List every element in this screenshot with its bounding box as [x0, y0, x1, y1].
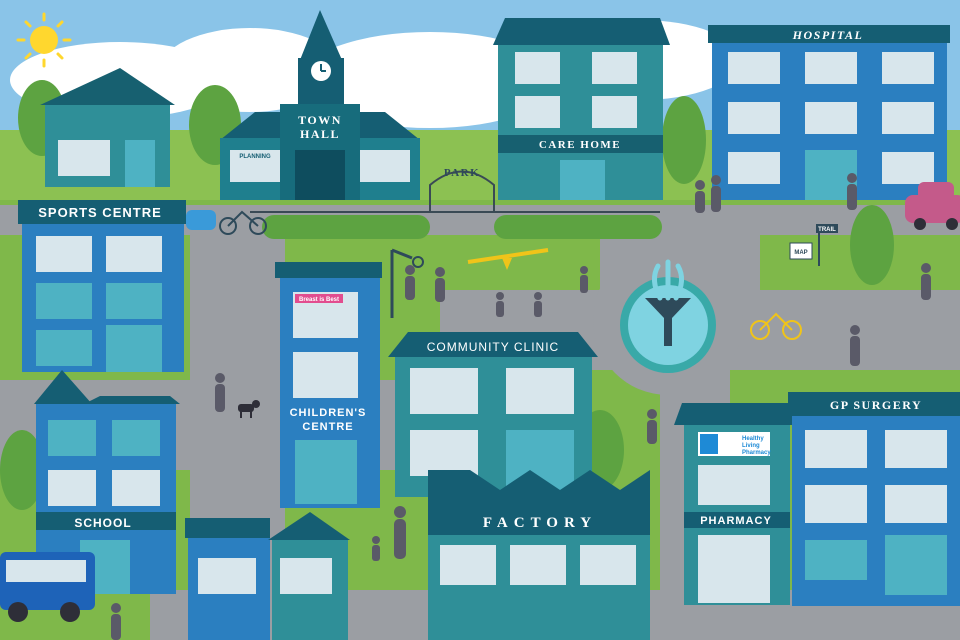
- town-hall-sign-line1: TOWN: [298, 113, 342, 127]
- clock-icon: [311, 61, 331, 81]
- house-top-left: [40, 68, 175, 187]
- factory-sign: FACTORY: [483, 515, 597, 531]
- houses-bottom: [185, 512, 350, 640]
- trail-sign: TRAIL: [818, 227, 836, 233]
- community-clinic-sign: COMMUNITY CLINIC: [427, 340, 559, 354]
- pharmacy: [674, 403, 796, 605]
- healthy-living-line3: Pharmacy: [742, 450, 771, 456]
- park-fence: [250, 170, 660, 213]
- car-icon: [186, 182, 960, 230]
- sun-icon: [16, 12, 72, 68]
- care-home-sign: CARE HOME: [539, 139, 621, 151]
- people: [111, 173, 931, 640]
- care-home: [493, 18, 670, 200]
- healthy-living-line2: Living: [742, 443, 760, 449]
- childrens-centre: [275, 262, 382, 508]
- hospital-sign: HOSPITAL: [792, 28, 864, 42]
- sports-centre: [18, 200, 186, 372]
- community-clinic: [388, 332, 598, 497]
- bus-icon: [0, 552, 95, 622]
- pharmacy-sign: PHARMACY: [700, 515, 772, 527]
- breast-is-best-poster: Breast is Best: [299, 297, 339, 303]
- town-hall: [220, 10, 420, 200]
- gp-surgery: [788, 392, 960, 606]
- map-sign: MAP: [794, 250, 807, 256]
- bicycle-icon: [219, 210, 802, 340]
- gp-surgery-sign: GP SURGERY: [830, 398, 922, 412]
- dog-icon: [238, 400, 260, 418]
- healthy-living-line1: Healthy: [742, 436, 764, 442]
- seesaw-icon: [467, 248, 549, 270]
- hospital: [708, 25, 950, 200]
- map-board: [789, 242, 813, 260]
- school-sign: SCHOOL: [74, 516, 131, 530]
- planning-sign: PLANNING: [239, 154, 271, 160]
- childrens-centre-sign-line2: CENTRE: [302, 421, 353, 433]
- childrens-centre-sign-line1: CHILDREN'S: [290, 407, 367, 419]
- park-sign: PARK: [444, 167, 480, 179]
- town-hall-sign-line2: HALL: [300, 127, 340, 141]
- fountain-icon: [620, 259, 716, 373]
- tree-icon: [0, 80, 894, 510]
- sports-centre-sign: SPORTS CENTRE: [38, 205, 162, 220]
- factory: [428, 470, 650, 640]
- park-hedges: [262, 215, 662, 239]
- trail-post: [816, 224, 838, 266]
- basketball-hoop-icon: [390, 248, 424, 318]
